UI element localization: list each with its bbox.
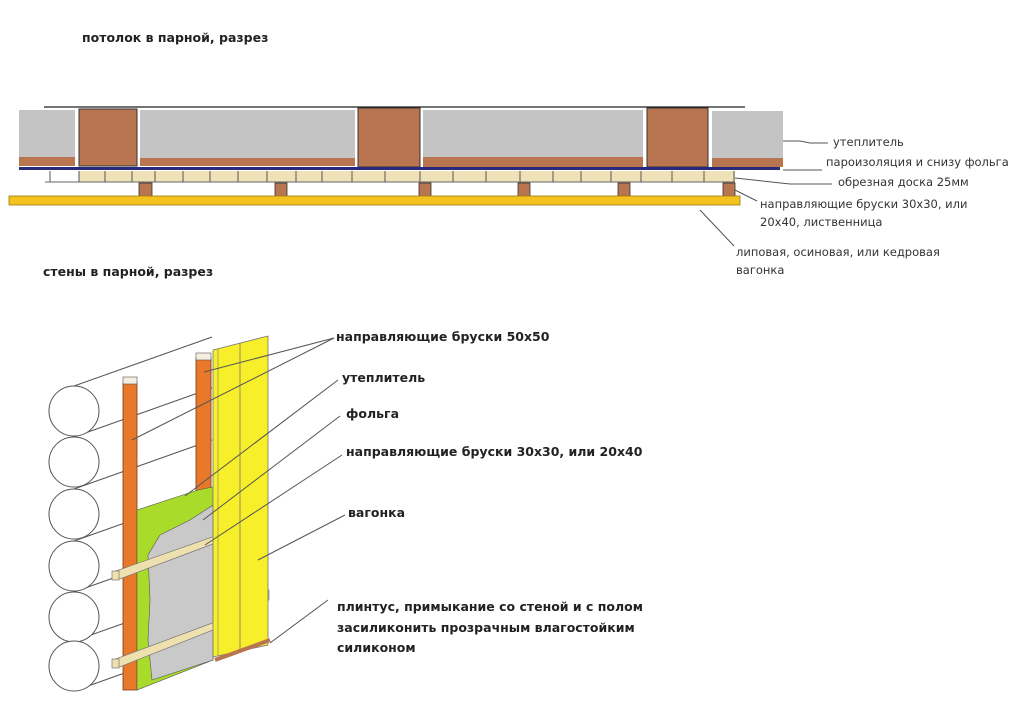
label-ceiling-battens-2: 20х40, лиственница <box>760 215 882 229</box>
label-foil: фольга <box>346 406 399 421</box>
ceiling-insulation <box>19 110 783 167</box>
label-vapor-barrier: пароизоляция и снизу фольга <box>826 155 1009 169</box>
label-board: обрезная доска 25мм <box>838 175 969 189</box>
ceiling-lining <box>8 195 741 206</box>
wall-leader-lines <box>131 337 346 644</box>
label-ceiling-insulation: утеплитель <box>833 135 904 149</box>
label-ceiling-battens-1: направляющие бруски 30х30, или <box>760 197 967 211</box>
ceiling-title: потолок в парной, разрез <box>82 30 268 45</box>
label-plinth-3: силиконом <box>337 640 416 655</box>
wall-logs <box>48 336 213 692</box>
wall-section: направляющие бруски 50х50 утеплитель фол… <box>48 329 643 692</box>
label-wall-insulation: утеплитель <box>342 370 425 385</box>
label-battens-50x50: направляющие бруски 50х50 <box>336 329 550 344</box>
label-battens-30x30: направляющие бруски 30х30, или 20х40 <box>346 444 643 459</box>
ceiling-board <box>45 171 735 183</box>
wall-lining <box>212 335 269 658</box>
label-ceiling-lining-1: липовая, осиновая, или кедровая <box>736 245 940 259</box>
wall-posts-50x50 <box>122 352 212 691</box>
label-plinth-1: плинтус, примыкание со стеной и с полом <box>337 599 643 614</box>
wall-plinth <box>214 638 271 662</box>
label-plinth-2: засиликонить прозрачным влагостойким <box>337 620 635 635</box>
vapor-barrier <box>19 167 780 170</box>
ceiling-section: утеплитель пароизоляция и снизу фольга о… <box>8 106 1009 277</box>
walls-title: стены в парной, разрез <box>43 264 213 279</box>
ceiling-leader-lines <box>699 140 832 247</box>
label-ceiling-lining-2: вагонка <box>736 263 784 277</box>
label-wall-lining: вагонка <box>348 505 405 520</box>
ceiling-battens <box>138 182 736 198</box>
